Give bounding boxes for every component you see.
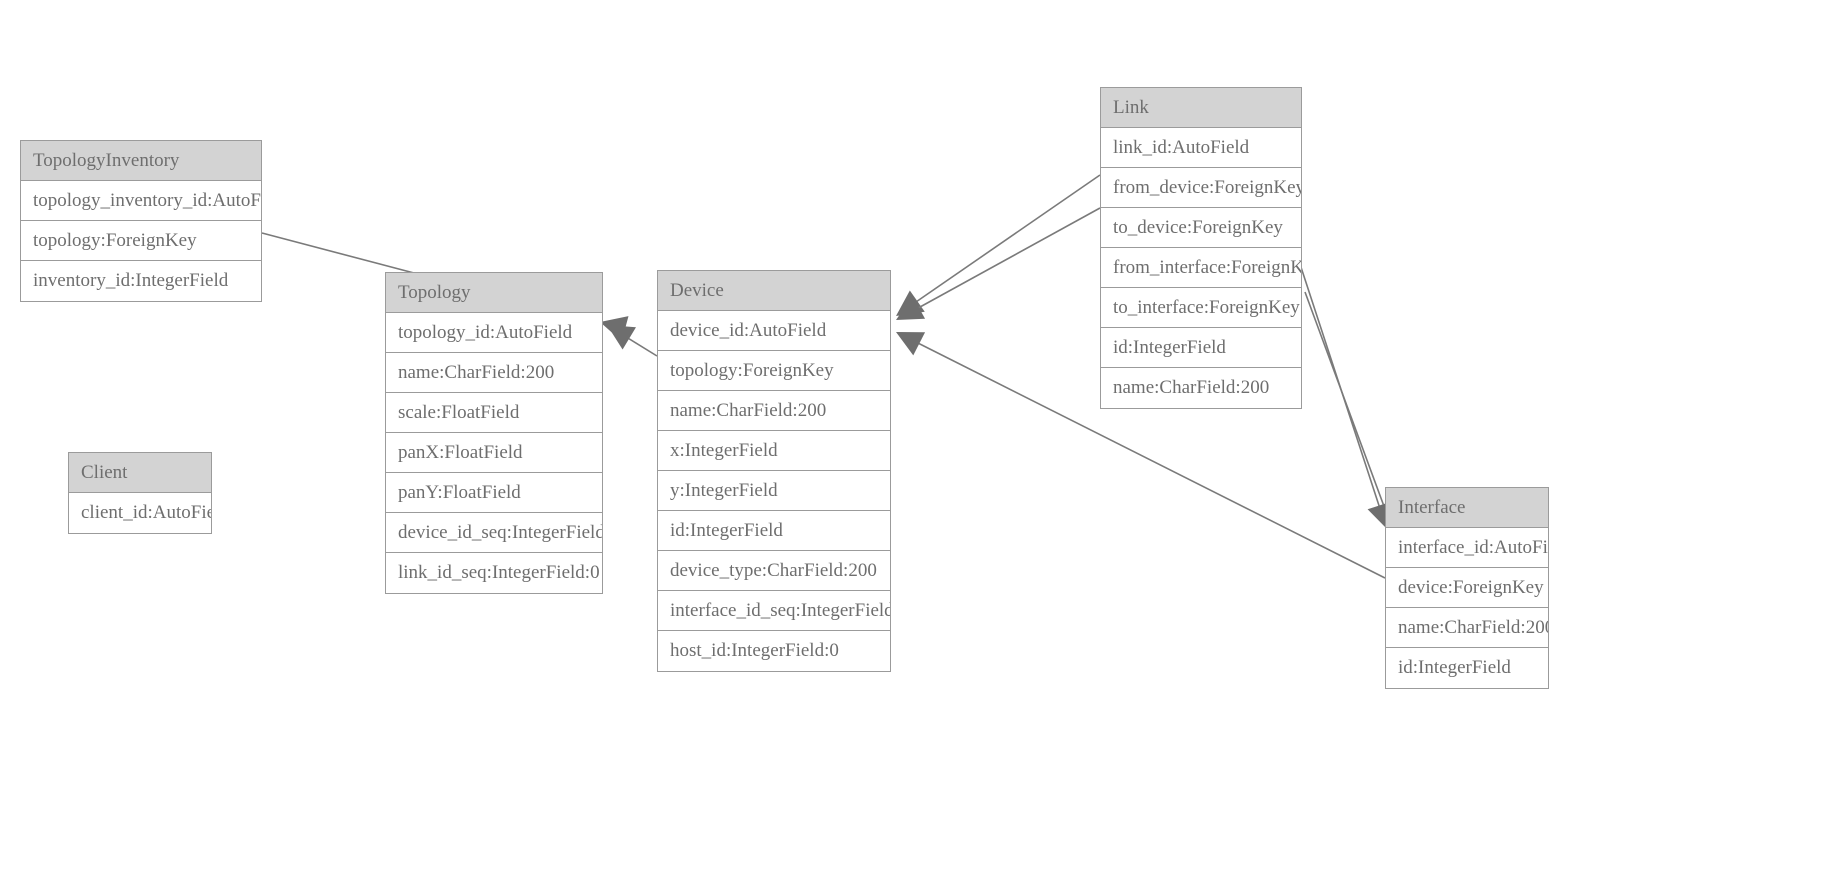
entity-fields-interface: interface_id:AutoFielddevice:ForeignKeyn…	[1386, 528, 1548, 688]
field-row[interactable]: link_id:AutoField	[1101, 128, 1301, 168]
entity-title-client: Client	[69, 453, 211, 493]
field-row[interactable]: device_type:CharField:200	[658, 551, 890, 591]
field-row[interactable]: topology_id:AutoField	[386, 313, 602, 353]
field-row[interactable]: scale:FloatField	[386, 393, 602, 433]
entity-title-topology_inventory: TopologyInventory	[21, 141, 261, 181]
field-row[interactable]: topology:ForeignKey	[658, 351, 890, 391]
field-row[interactable]: from_interface:ForeignKey	[1101, 248, 1301, 288]
relation-line	[1304, 291, 1393, 529]
field-row[interactable]: device_id_seq:IntegerField:0	[386, 513, 602, 553]
relation-arrowhead	[607, 325, 636, 350]
field-row[interactable]: device:ForeignKey	[1386, 568, 1548, 608]
field-row[interactable]: name:CharField:200	[658, 391, 890, 431]
field-row[interactable]: id:IntegerField	[1386, 648, 1548, 688]
field-row[interactable]: name:CharField:200	[386, 353, 602, 393]
field-row[interactable]: link_id_seq:IntegerField:0	[386, 553, 602, 593]
relation-arrowhead	[896, 290, 925, 316]
field-row[interactable]: name:CharField:200	[1386, 608, 1548, 648]
field-row[interactable]: from_device:ForeignKey	[1101, 168, 1301, 208]
field-row[interactable]: x:IntegerField	[658, 431, 890, 471]
field-row[interactable]: id:IntegerField	[1101, 328, 1301, 368]
field-row[interactable]: topology:ForeignKey	[21, 221, 261, 261]
field-row[interactable]: panY:FloatField	[386, 473, 602, 513]
entity-title-interface: Interface	[1386, 488, 1548, 528]
relation-link-from_device	[896, 174, 1101, 316]
field-row[interactable]: topology_inventory_id:AutoField	[21, 181, 261, 221]
relation-line	[1297, 257, 1387, 528]
relation-line	[899, 207, 1101, 319]
field-row[interactable]: to_interface:ForeignKey	[1101, 288, 1301, 328]
field-row[interactable]: id:IntegerField	[658, 511, 890, 551]
field-row[interactable]: name:CharField:200	[1101, 368, 1301, 408]
field-row[interactable]: inventory_id:IntegerField	[21, 261, 261, 301]
relation-arrowhead	[896, 332, 926, 356]
field-row[interactable]: device_id:AutoField	[658, 311, 890, 351]
relation-line	[899, 174, 1101, 314]
entity-fields-client: client_id:AutoField	[69, 493, 211, 533]
field-row[interactable]: interface_id_seq:IntegerField:0	[658, 591, 890, 631]
entity-title-link: Link	[1101, 88, 1301, 128]
entity-title-topology: Topology	[386, 273, 602, 313]
relation-device-topology	[607, 325, 658, 357]
field-row[interactable]: to_device:ForeignKey	[1101, 208, 1301, 248]
entity-interface[interactable]: Interfaceinterface_id:AutoFielddevice:Fo…	[1385, 487, 1549, 689]
relation-arrowhead	[896, 296, 926, 320]
field-row[interactable]: y:IntegerField	[658, 471, 890, 511]
field-row[interactable]: client_id:AutoField	[69, 493, 211, 533]
field-row[interactable]: host_id:IntegerField:0	[658, 631, 890, 671]
relation-line	[609, 326, 658, 357]
field-row[interactable]: panX:FloatField	[386, 433, 602, 473]
entity-title-device: Device	[658, 271, 890, 311]
relation-link-to_device	[896, 207, 1101, 320]
entity-fields-topology_inventory: topology_inventory_id:AutoFieldtopology:…	[21, 181, 261, 301]
field-row[interactable]: interface_id:AutoField	[1386, 528, 1548, 568]
